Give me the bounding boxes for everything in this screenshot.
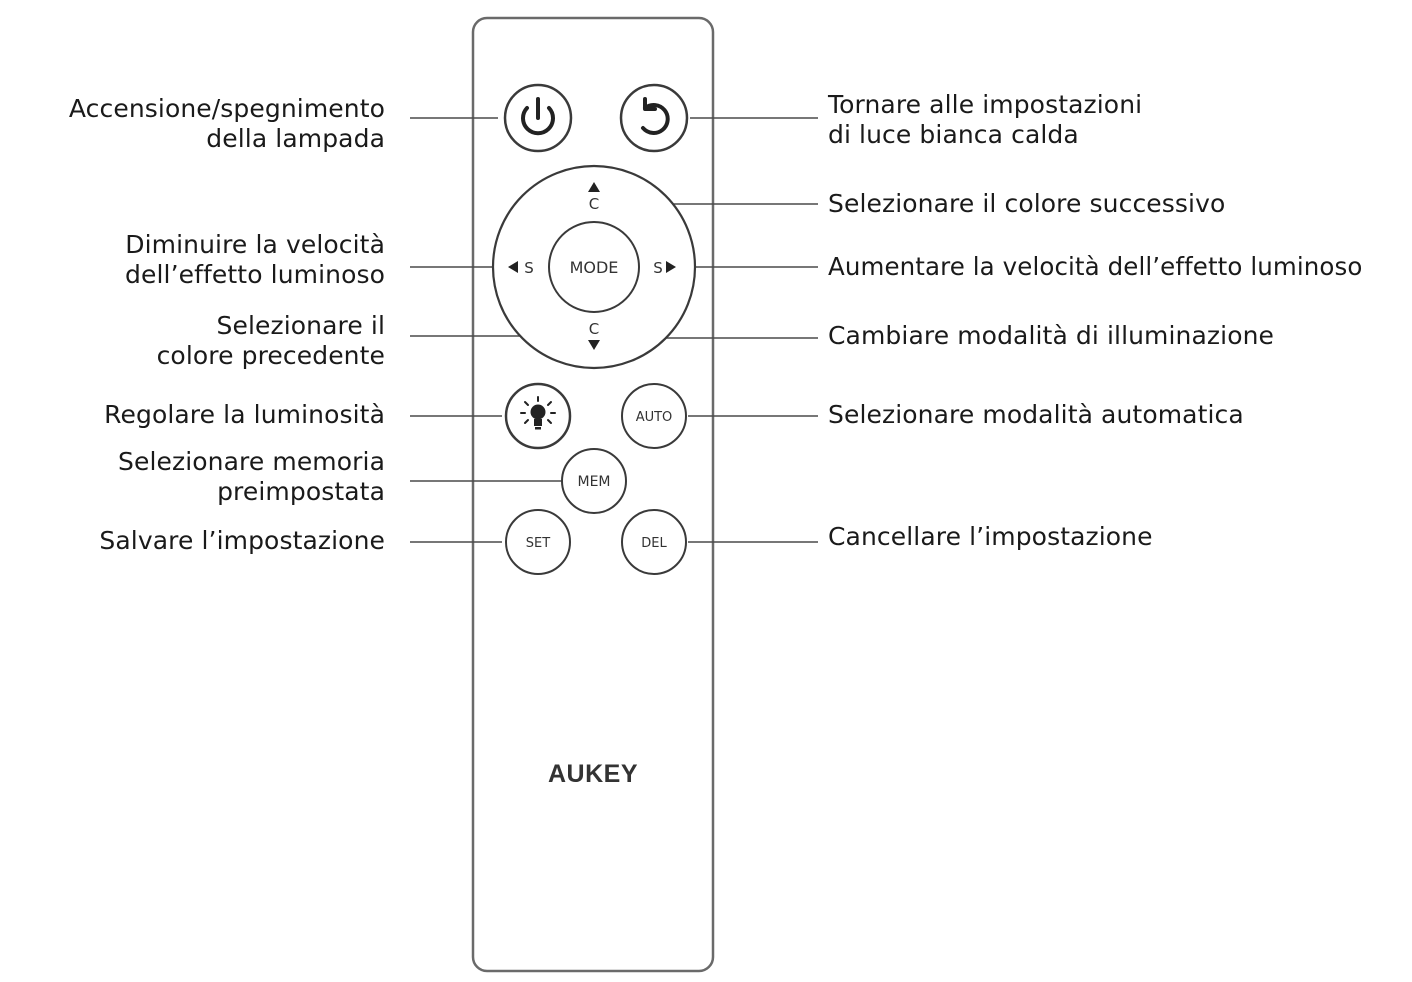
triangle-up-icon bbox=[588, 182, 600, 192]
label-save: Salvare l’impostazione bbox=[99, 526, 385, 555]
power-icon bbox=[521, 97, 555, 136]
mem-button[interactable]: MEM bbox=[561, 448, 627, 514]
auto-button-label: AUTO bbox=[636, 410, 673, 425]
brand-logo: AUKEY bbox=[548, 760, 638, 788]
label-speed-up: Aumentare la velocità dell’effetto lumin… bbox=[828, 252, 1363, 281]
undo-arrow-icon bbox=[641, 97, 670, 135]
label-next-color: Selezionare il colore successivo bbox=[828, 189, 1226, 218]
label-mode: Cambiare modalità di illuminazione bbox=[828, 321, 1275, 350]
brightness-button[interactable] bbox=[504, 382, 572, 450]
label-auto: Selezionare modalità automatica bbox=[828, 400, 1244, 429]
triangle-left-icon bbox=[508, 261, 518, 273]
set-button[interactable]: SET bbox=[505, 509, 571, 575]
dpad-up-label: C bbox=[589, 195, 599, 213]
dpad-down-label: C bbox=[589, 320, 599, 338]
del-button-label: DEL bbox=[641, 536, 667, 551]
triangle-right-icon bbox=[666, 261, 676, 273]
dpad-left-button[interactable]: S bbox=[508, 259, 534, 277]
auto-button[interactable]: AUTO bbox=[621, 383, 687, 449]
dpad-right-label: S bbox=[653, 259, 663, 277]
label-delete: Cancellare l’impostazione bbox=[828, 522, 1153, 551]
mem-button-label: MEM bbox=[577, 474, 610, 490]
dpad-right-button[interactable]: S bbox=[653, 259, 676, 277]
dpad-left-label: S bbox=[524, 259, 534, 277]
reset-button[interactable] bbox=[619, 83, 689, 153]
triangle-down-icon bbox=[588, 340, 600, 350]
dpad-down-button[interactable]: C bbox=[588, 320, 600, 350]
del-button[interactable]: DEL bbox=[621, 509, 687, 575]
lightbulb-sun-icon bbox=[520, 396, 556, 430]
power-button[interactable] bbox=[503, 83, 573, 153]
dpad-up-button[interactable]: C bbox=[588, 182, 600, 213]
set-button-label: SET bbox=[526, 536, 550, 551]
label-brightness: Regolare la luminosità bbox=[104, 400, 385, 429]
mode-button[interactable]: MODE bbox=[548, 221, 640, 313]
mode-button-label: MODE bbox=[570, 258, 619, 277]
